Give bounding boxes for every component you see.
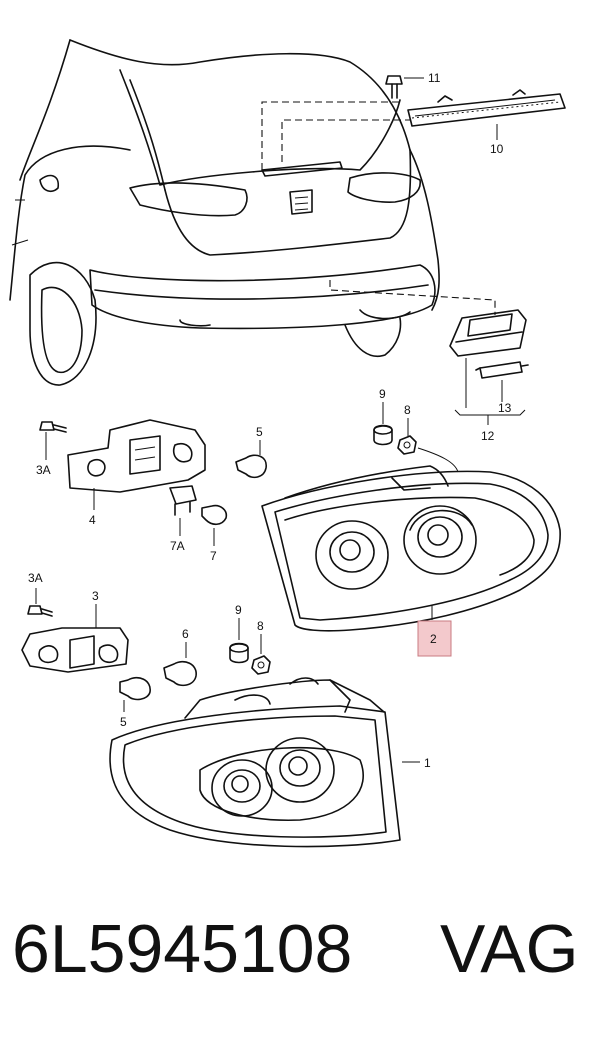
callout-2-highlight: [417, 620, 452, 657]
callout-4: 4: [89, 513, 96, 527]
callout-12: 12: [481, 429, 495, 443]
bulb-holder-part-3: [21, 588, 271, 712]
callout-13: 13: [498, 401, 512, 415]
callout-8-top: 8: [404, 403, 411, 417]
high-brake-light: [407, 89, 566, 140]
callout-5-top: 5: [256, 425, 263, 439]
licence-plate-light: [449, 309, 529, 425]
footer-caption: 6L5945108 VAG: [0, 910, 600, 1010]
callout-9-top: 9: [379, 387, 386, 401]
callout-7a: 7A: [170, 539, 185, 553]
callout-3: 3: [92, 589, 99, 603]
callout-1: 1: [424, 756, 431, 770]
bulb-holder-part-4: [39, 419, 267, 546]
part-number: 6L5945108: [12, 911, 353, 987]
callout-3a-top: 3A: [36, 463, 51, 477]
callout-5-bottom: 5: [120, 715, 127, 729]
callout-11: 11: [428, 71, 441, 85]
screw-part-11: [385, 75, 424, 99]
callout-6: 6: [182, 627, 189, 641]
callout-10: 10: [490, 142, 504, 156]
callout-2: 2: [430, 632, 437, 646]
outer-tail-light-part-1: [109, 677, 420, 848]
callout-7: 7: [210, 549, 217, 563]
callout-3a-bottom: 3A: [28, 571, 43, 585]
car-rear-illustration: [9, 39, 496, 386]
callout-9-bottom: 9: [235, 603, 242, 617]
inner-tail-light-part-2: [261, 402, 561, 632]
callout-8-bottom: 8: [257, 619, 264, 633]
brand-name: VAG: [440, 911, 579, 987]
